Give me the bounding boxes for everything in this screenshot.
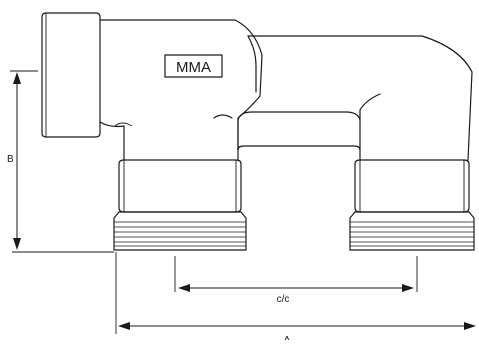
dimension-b-label: B — [7, 154, 14, 165]
dimension-cc: c/c — [174, 256, 418, 305]
union-nut — [41, 12, 101, 138]
mma-logo: MMA — [164, 54, 223, 78]
dimension-a: A — [115, 252, 476, 345]
dimension-cc-label: c/c — [277, 294, 290, 305]
bridge-connector — [237, 111, 361, 161]
mma-logo-text: MMA — [176, 59, 211, 76]
dimension-b: B — [7, 70, 114, 253]
left-thread — [113, 211, 247, 251]
dimension-a-label: A — [284, 335, 291, 340]
right-outlet-collar — [354, 159, 470, 213]
left-outlet-collar — [118, 159, 242, 213]
right-thread — [349, 211, 475, 251]
right-elbow-body — [247, 35, 473, 161]
